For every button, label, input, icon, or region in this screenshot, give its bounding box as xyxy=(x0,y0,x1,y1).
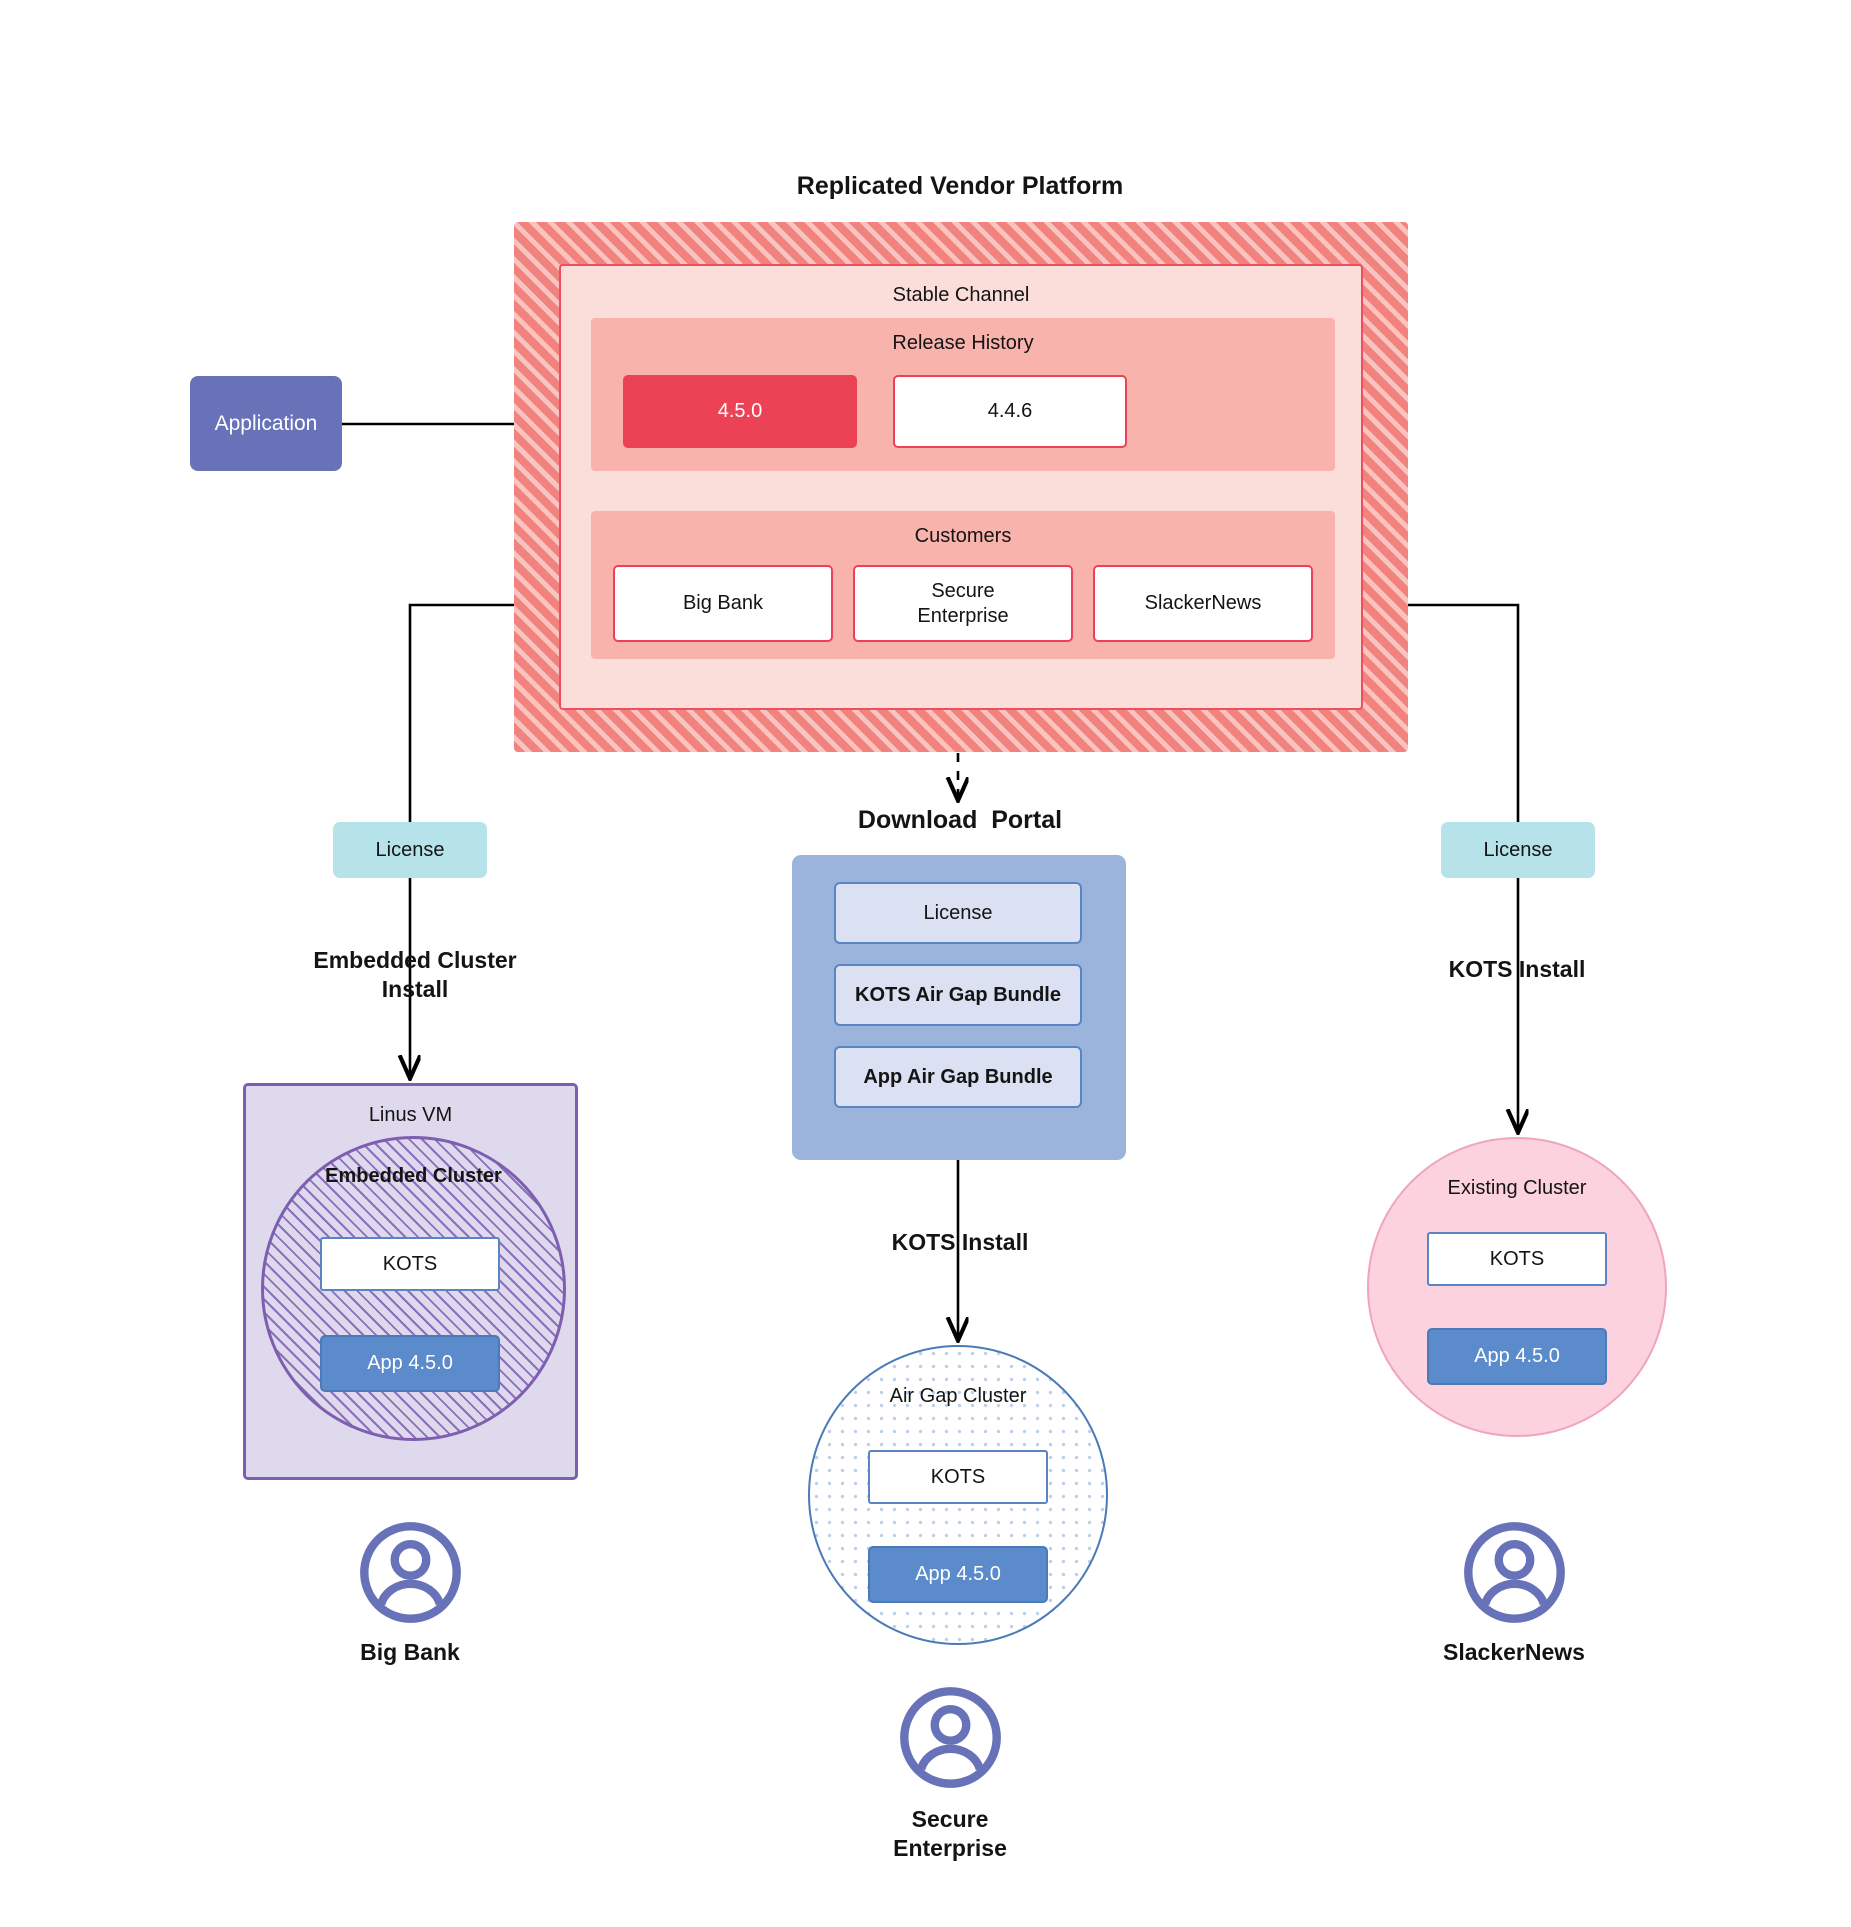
stable-channel-container: Stable Channel Release History 4.5.0 4.4… xyxy=(559,264,1363,710)
kots-node-right[interactable]: KOTS xyxy=(1427,1232,1607,1286)
user-avatar-icon xyxy=(900,1687,1001,1788)
customer-name-slackernews: SlackerNews xyxy=(1443,1639,1585,1665)
app-node-right[interactable]: App 4.5.0 xyxy=(1427,1328,1607,1385)
linux-vm-label: Linus VM xyxy=(368,1104,453,1126)
air-gap-cluster-label: Air Gap Cluster xyxy=(889,1385,1027,1407)
portal-item-app-air-gap-bundle[interactable]: App Air Gap Bundle xyxy=(834,1046,1082,1108)
user-avatar-icon xyxy=(1464,1522,1565,1623)
application-node[interactable]: Application xyxy=(190,376,342,471)
download-portal-container: License KOTS Air Gap Bundle App Air Gap … xyxy=(792,855,1126,1160)
portal-item-license[interactable]: License xyxy=(834,882,1082,944)
kots-node-center[interactable]: KOTS xyxy=(868,1450,1048,1504)
flow-label-kots-install-center: KOTS Install xyxy=(891,1229,1029,1255)
download-portal-title: Download Portal xyxy=(857,806,1063,834)
embedded-cluster-label: Embedded Cluster xyxy=(325,1165,502,1187)
customer-chip-slackernews[interactable]: SlackerNews xyxy=(1093,565,1313,642)
customers-label: Customers xyxy=(914,525,1012,547)
customer-name-secure-enterprise: Secure Enterprise xyxy=(893,1806,1007,1861)
existing-cluster-label: Existing Cluster xyxy=(1447,1177,1587,1199)
release-chip-current[interactable]: 4.5.0 xyxy=(623,375,857,448)
license-node-left[interactable]: License xyxy=(333,822,487,878)
app-node-center[interactable]: App 4.5.0 xyxy=(868,1546,1048,1603)
user-avatar-icon xyxy=(360,1522,461,1623)
license-node-right[interactable]: License xyxy=(1441,822,1595,878)
flow-label-embedded-cluster-install: Embedded Cluster Install xyxy=(313,947,517,1002)
flow-label-kots-install-right: KOTS Install xyxy=(1448,956,1586,982)
existing-cluster-shape: Existing Cluster xyxy=(1367,1137,1667,1437)
stable-channel-label: Stable Channel xyxy=(892,284,1030,306)
release-history-label: Release History xyxy=(892,332,1034,354)
customer-name-big-bank: Big Bank xyxy=(360,1639,460,1665)
kots-node-left[interactable]: KOTS xyxy=(320,1237,500,1291)
app-node-left[interactable]: App 4.5.0 xyxy=(320,1335,500,1392)
vendor-platform-container: Stable Channel Release History 4.5.0 4.4… xyxy=(514,222,1408,752)
page-title: Replicated Vendor Platform xyxy=(796,172,1124,200)
customer-chip-secure-enterprise[interactable]: Secure Enterprise xyxy=(853,565,1073,642)
customer-chip-big-bank[interactable]: Big Bank xyxy=(613,565,833,642)
portal-item-kots-air-gap-bundle[interactable]: KOTS Air Gap Bundle xyxy=(834,964,1082,1026)
release-history-container: Release History 4.5.0 4.4.6 xyxy=(591,318,1335,471)
customers-container: Customers Big Bank Secure Enterprise Sla… xyxy=(591,511,1335,659)
release-chip-previous[interactable]: 4.4.6 xyxy=(893,375,1127,448)
